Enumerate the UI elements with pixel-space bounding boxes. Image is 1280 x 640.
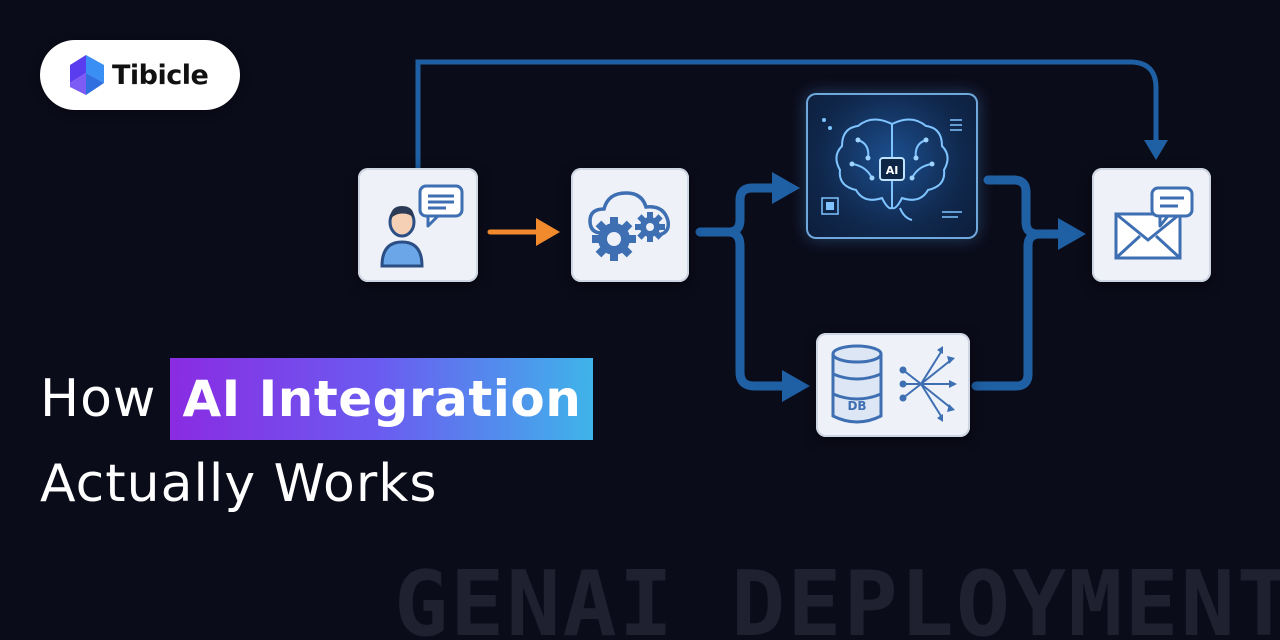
processing-node	[571, 168, 689, 282]
split-connector	[695, 183, 783, 237]
output-node	[1092, 168, 1211, 282]
ai-chip-label: AI	[886, 164, 899, 177]
headline-line2: Actually Works	[40, 454, 438, 514]
db-out-connector	[971, 229, 1045, 391]
user-chat-icon	[380, 184, 464, 268]
headline-highlight: AI Integration	[170, 358, 594, 440]
brand-logo[interactable]: Tibicle	[40, 40, 240, 110]
db-label: DB	[847, 399, 866, 413]
input-arrowhead	[536, 218, 560, 246]
email-chat-icon	[1114, 186, 1193, 260]
top-loop-connector	[415, 59, 1159, 171]
headline: How AI Integration Actually Works	[40, 358, 594, 514]
to-ai-arrowhead	[772, 172, 800, 204]
headline-word-how: How	[40, 369, 157, 429]
user-node	[358, 168, 478, 282]
ai-model-node: AI	[806, 93, 978, 239]
brain-ai-icon: AI	[821, 118, 962, 221]
ai-out-connector	[983, 175, 1065, 239]
watermark-text: GENAI DEPLOYMENT	[394, 552, 1280, 640]
database-node: DB	[816, 333, 970, 437]
cloud-gears-icon	[588, 191, 671, 261]
brand-name: Tibicle	[112, 59, 209, 91]
to-db-connector	[723, 227, 791, 391]
database-network-icon: DB	[831, 344, 957, 424]
to-db-arrowhead	[782, 370, 810, 402]
tibicle-logo-icon	[70, 55, 104, 95]
top-loop-arrowhead	[1144, 140, 1168, 160]
to-email-arrowhead	[1058, 218, 1086, 250]
